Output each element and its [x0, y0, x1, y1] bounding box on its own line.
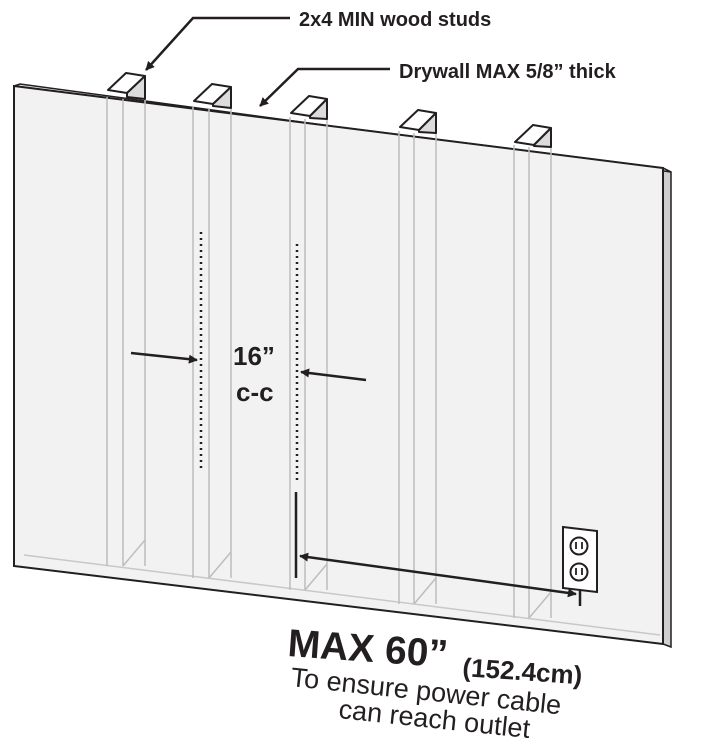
wall-right-edge	[662, 166, 672, 649]
spacing-unit: c-c	[236, 377, 274, 407]
distance-arrow	[299, 552, 577, 598]
drywall-callout-label: Drywall MAX 5/8” thick	[399, 61, 617, 83]
stud-top-1	[107, 72, 146, 100]
spacing-value: 16”	[233, 341, 275, 371]
stud-top-2	[193, 83, 232, 109]
stud-2	[192, 106, 232, 579]
studs-callout-label: 2x4 MIN wood studs	[299, 9, 491, 31]
stud-1	[106, 97, 146, 567]
stud-top-3	[290, 95, 328, 120]
duplex-outlet-icon	[562, 525, 598, 594]
stud-4	[398, 131, 437, 605]
studs-callout-leader	[145, 16, 290, 71]
stud-top-5	[514, 124, 552, 148]
stud-top-4	[399, 109, 437, 134]
drywall-panel	[13, 84, 664, 646]
spacing-arrow-left	[130, 351, 198, 364]
spacing-arrow-right	[300, 368, 367, 382]
drywall-callout-leader	[259, 67, 390, 107]
